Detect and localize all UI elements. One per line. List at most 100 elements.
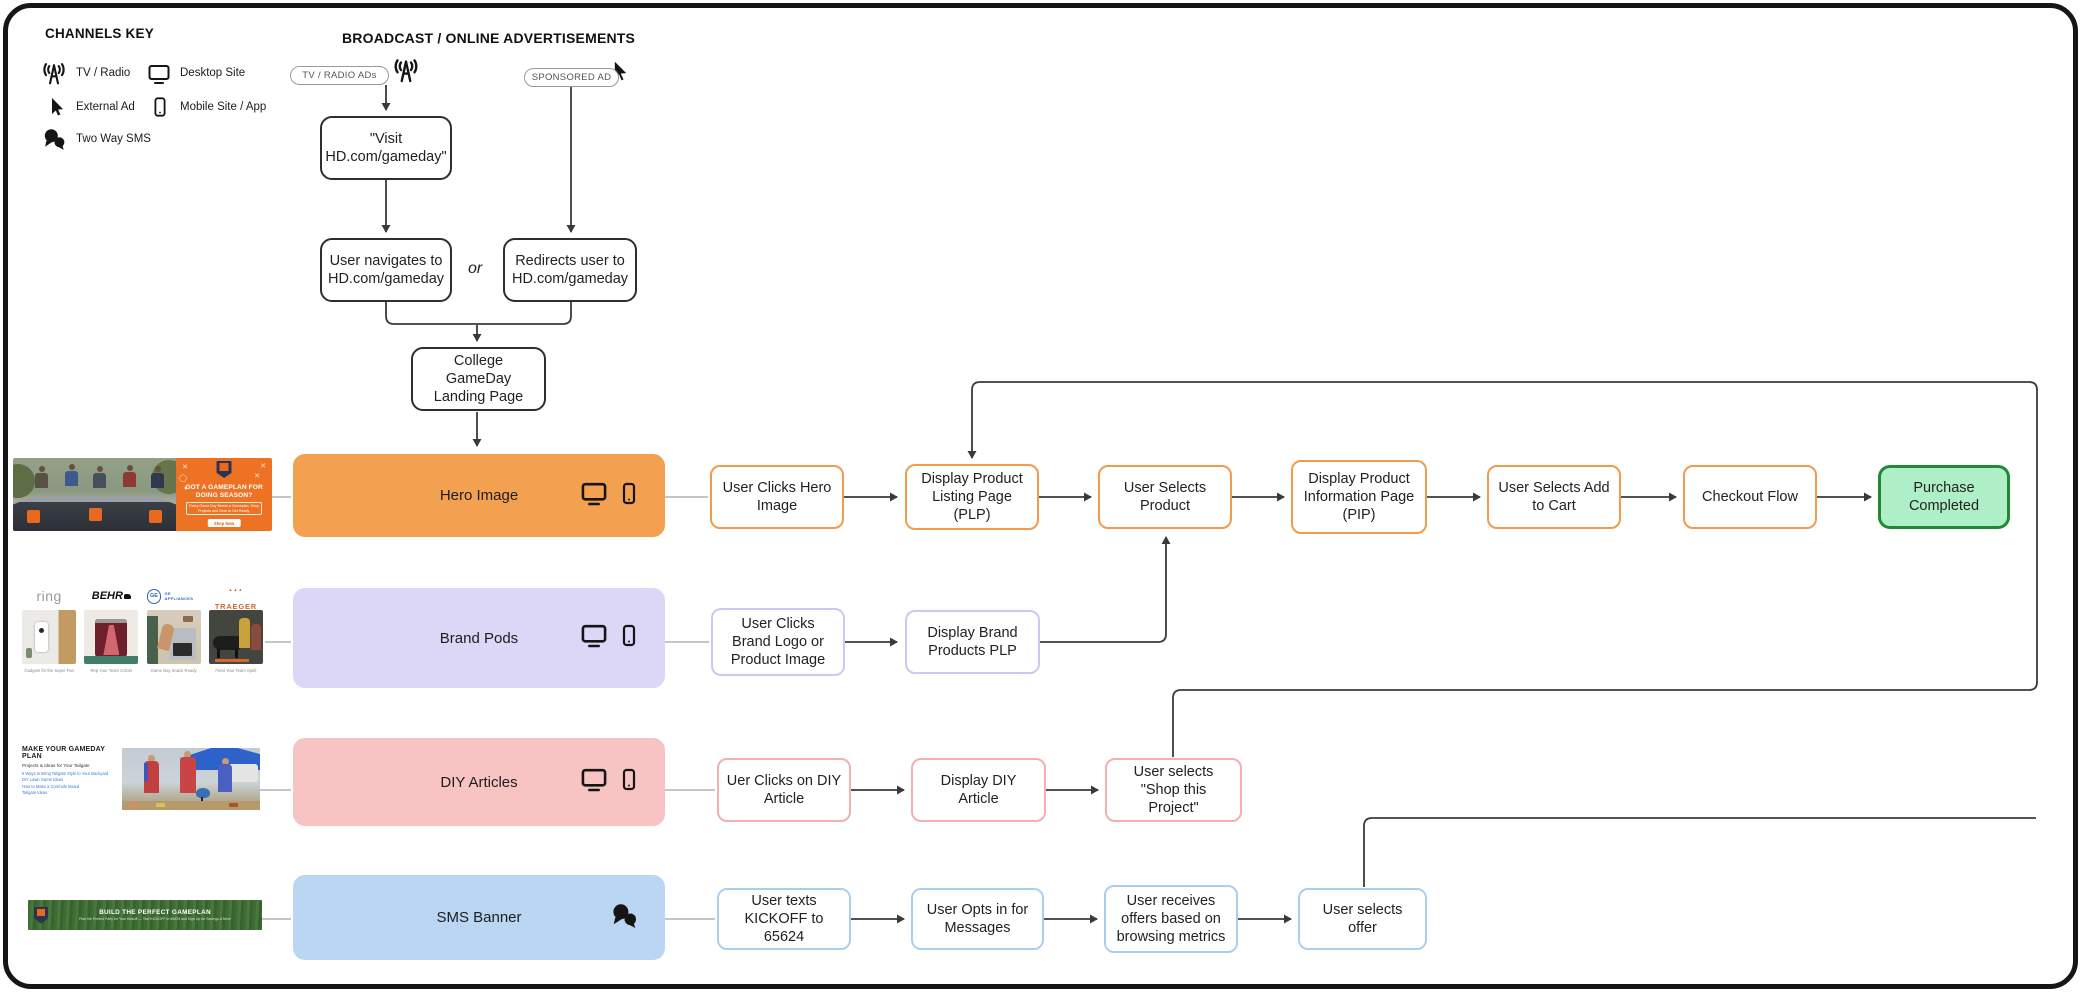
diy-article-link[interactable]: DIY Lawn Game Ideas <box>22 777 64 783</box>
node-label: User Clicks Hero Image <box>722 479 832 514</box>
node-label: User Opts in for Messages <box>926 901 1029 936</box>
node-label: College GameDay Landing Page <box>433 352 524 406</box>
behr-logo: BEHR <box>92 590 131 602</box>
band-hero-image[interactable]: Hero Image <box>293 454 665 537</box>
node-landing-page[interactable]: College GameDay Landing Page <box>411 347 546 411</box>
brand-pod-caption: Gadgets for the Super Fan <box>24 668 74 673</box>
node-label: Display DIY Article <box>940 772 1017 807</box>
key-label-mobile: Mobile Site / App <box>180 101 267 113</box>
node-user-opts-in[interactable]: User Opts in for Messages <box>911 888 1044 950</box>
channels-key-title: CHANNELS KEY <box>45 26 154 41</box>
node-label: User Selects Product <box>1123 479 1207 514</box>
node-label: User Selects Add to Cart <box>1498 479 1610 514</box>
brand-pod-traeger: ▲▲▲TRAEGER Feed Your Team Spirit <box>208 582 263 698</box>
desktop-site-icon <box>578 766 610 799</box>
diy-article-link[interactable]: Tailgate Ideas <box>22 790 48 796</box>
traeger-product-image <box>208 610 263 664</box>
node-purchase-completed[interactable]: Purchase Completed <box>1878 465 2010 529</box>
sms-banner-thumbnail[interactable]: BUILD THE PERFECT GAMEPLAN Plan the Perf… <box>28 900 262 930</box>
node-label: Display Brand Products PLP <box>927 624 1018 659</box>
tv-radio-icon <box>40 60 68 88</box>
brand-pod-behr: BEHR Rep Your Team Colors <box>84 582 139 698</box>
tailgate-photo <box>122 748 260 810</box>
pill-label: SPONSORED AD <box>531 72 612 83</box>
node-user-texts-kickoff[interactable]: User texts KICKOFF to 65624 <box>717 888 851 950</box>
node-label: User receives offers based on browsing m… <box>1116 892 1226 946</box>
band-diy-articles[interactable]: DIY Articles <box>293 738 665 826</box>
key-label-two-way-sms: Two Way SMS <box>76 133 151 145</box>
tailgate-table <box>122 801 260 810</box>
band-brand-pods[interactable]: Brand Pods <box>293 588 665 688</box>
tv-radio-ads-pill[interactable]: TV / RADIO ADs <box>290 66 389 85</box>
node-user-receives-offers[interactable]: User receives offers based on browsing m… <box>1104 885 1238 953</box>
hero-image-thumbnail[interactable]: ✕ ◯ ✕ ✕ ♦ GOT A GAMEPLAN FOR DOING SEASO… <box>13 458 272 531</box>
node-user-clicks-hero-image[interactable]: User Clicks Hero Image <box>710 465 844 529</box>
sponsored-ad-pill[interactable]: SPONSORED AD <box>524 68 619 87</box>
node-label: Checkout Flow <box>1702 488 1798 505</box>
node-label: Redirects user to HD.com/gameday <box>511 252 629 287</box>
band-label: SMS Banner <box>436 909 522 926</box>
ge-product-image <box>146 610 201 664</box>
brand-pod-caption: Rep Your Team Colors <box>90 668 133 673</box>
node-label: User selects offer <box>1322 901 1403 936</box>
node-user-selects-add-to-cart[interactable]: User Selects Add to Cart <box>1487 465 1621 529</box>
key-label-desktop: Desktop Site <box>180 67 246 79</box>
node-user-selects-offer[interactable]: User selects offer <box>1298 888 1427 950</box>
node-display-plp[interactable]: Display Product Listing Page (PLP) <box>905 464 1039 530</box>
node-redirects-user[interactable]: Redirects user to HD.com/gameday <box>503 238 637 302</box>
band-label: Hero Image <box>439 487 519 504</box>
band-sms-banner[interactable]: SMS Banner <box>293 875 665 960</box>
desktop-site-icon <box>146 62 172 86</box>
or-label: or <box>468 260 483 277</box>
node-label: User Clicks Brand Logo or Product Image <box>730 615 826 669</box>
node-visit-hd-gameday[interactable]: "Visit HD.com/gameday" <box>320 116 452 180</box>
key-label-tv-radio: TV / Radio <box>76 67 131 79</box>
diy-subheading: Projects & Ideas for Your Tailgate <box>22 762 90 768</box>
node-label: Display Product Listing Page (PLP) <box>921 470 1023 524</box>
node-display-brand-plp[interactable]: Display Brand Products PLP <box>905 610 1040 674</box>
diy-article-link[interactable]: 5 Ways to Bring Tailgate Style to Your B… <box>22 770 109 776</box>
key-label-external-ad: External Ad <box>76 101 135 113</box>
node-label: User selects "Shop this Project" <box>1133 763 1214 817</box>
band-label: Brand Pods <box>439 629 519 647</box>
node-display-diy-article[interactable]: Display DIY Article <box>911 758 1046 822</box>
broadcast-desk <box>13 497 177 531</box>
node-user-selects-product[interactable]: User Selects Product <box>1098 465 1232 529</box>
sms-banner-title: BUILD THE PERFECT GAMEPLAN <box>99 909 211 916</box>
promo-title: GOT A GAMEPLAN FOR DOING SEASON? <box>185 484 263 499</box>
pill-label: TV / RADIO ADs <box>302 70 377 81</box>
node-label: User navigates to HD.com/gameday <box>327 252 445 287</box>
broadcast-title: BROADCAST / ONLINE ADVERTISEMENTS <box>342 30 636 46</box>
node-user-clicks-brand[interactable]: User Clicks Brand Logo or Product Image <box>711 608 845 676</box>
node-user-navigates[interactable]: User navigates to HD.com/gameday <box>320 238 452 302</box>
diy-article-link[interactable]: How to Make a Cornhole Board <box>22 783 80 789</box>
shop-now-button[interactable]: Shop Now <box>207 519 241 527</box>
node-label: Purchase Completed <box>1908 479 1980 514</box>
node-checkout-flow[interactable]: Checkout Flow <box>1683 465 1817 529</box>
node-label: Display Product Information Page (PIP) <box>1303 470 1415 524</box>
behr-product-image <box>84 610 139 664</box>
node-label: Uer Clicks on DIY Article <box>726 772 842 807</box>
node-shop-this-project[interactable]: User selects "Shop this Project" <box>1105 758 1242 822</box>
brand-pod-ring: ring Gadgets for the Super Fan <box>22 582 77 698</box>
node-label: User texts KICKOFF to 65624 <box>744 892 824 946</box>
diy-articles-thumbnail[interactable]: MAKE YOUR GAMEDAY PLAN Projects & Ideas … <box>22 744 262 816</box>
college-gameday-shield-logo <box>34 906 48 924</box>
node-display-pip[interactable]: Display Product Information Page (PIP) <box>1291 460 1427 534</box>
traeger-logo: ▲▲▲TRAEGER <box>214 587 258 612</box>
mobile-site-icon <box>617 765 641 800</box>
college-gameday-shield-logo <box>216 461 232 478</box>
two-way-sms-icon <box>607 900 641 935</box>
ring-logo: ring <box>36 588 62 604</box>
mobile-site-icon <box>617 478 641 513</box>
two-way-sms-icon <box>40 126 68 152</box>
brand-pods-thumbnail[interactable]: ring Gadgets for the Super Fan BEHR Rep … <box>20 578 265 702</box>
desktop-site-icon <box>578 622 610 655</box>
band-label: DIY Articles <box>440 773 518 791</box>
mobile-site-icon <box>149 94 171 120</box>
node-user-clicks-diy-article[interactable]: Uer Clicks on DIY Article <box>717 758 851 822</box>
brand-pod-caption: Feed Your Team Spirit <box>215 668 257 673</box>
gameday-promo-panel: ✕ ◯ ✕ ✕ ♦ GOT A GAMEPLAN FOR DOING SEASO… <box>176 458 272 531</box>
